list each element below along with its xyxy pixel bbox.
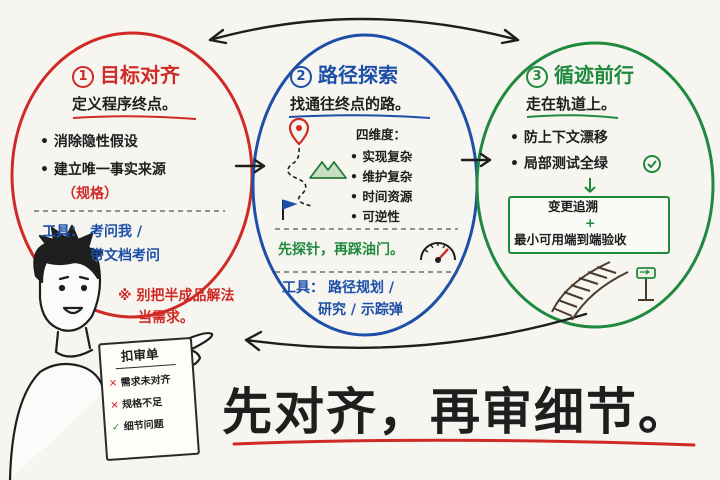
slogan-underline bbox=[232, 438, 696, 447]
step2-tool-2: 研究 / 示踪弹 bbox=[318, 302, 403, 318]
step3-down-arrow bbox=[584, 178, 596, 193]
top-cycle-arrow bbox=[208, 17, 520, 45]
check-circle-icon bbox=[643, 155, 661, 173]
speed-gauge-icon bbox=[420, 242, 456, 263]
person-illustration bbox=[8, 224, 106, 480]
checklist-item-3: ✓ 细节问题 bbox=[112, 419, 165, 434]
step1-tool-2: 带文档考问 bbox=[90, 248, 160, 264]
arrow-2-to-3 bbox=[460, 152, 492, 168]
step3-box-line-2: 最小可用端到端验收 bbox=[514, 232, 627, 247]
step3-subtitle-underline bbox=[526, 114, 619, 119]
step2-dim-3-label: 时间资源 bbox=[362, 189, 413, 204]
checklist-item-2: ✕ 规格不足 bbox=[110, 397, 163, 412]
step1-item-1-label: 消除隐性假设 bbox=[53, 134, 138, 150]
step1-tool-1: 考问我 / bbox=[90, 224, 142, 240]
step2-dim-2-label: 维护复杂 bbox=[362, 169, 413, 184]
step3-circle bbox=[475, 41, 715, 329]
step3-box-line-1: 变更追溯 bbox=[548, 199, 599, 214]
step2-dim-2: • 维护复杂 bbox=[350, 169, 413, 184]
x-mark-icon: ✕ bbox=[108, 378, 118, 390]
step2-tool-1: 路径规划 / bbox=[328, 280, 394, 296]
step2-dims-title: 四维度： bbox=[356, 127, 407, 142]
step3-number-badge: 3 bbox=[526, 66, 548, 88]
step1-tools-label: 工具： bbox=[42, 224, 84, 240]
step2-subtitle: 找通往终点的路。 bbox=[290, 95, 411, 113]
step2-motto: 先探针，再踩油门。 bbox=[278, 242, 404, 258]
checklist-item-3-label: 细节问题 bbox=[123, 419, 165, 433]
step1-item-2: • 建立唯一事实来源 bbox=[40, 162, 166, 178]
checklist-title-rule bbox=[115, 364, 176, 370]
step2-number-badge: 2 bbox=[290, 66, 312, 88]
winding-path bbox=[287, 147, 313, 207]
checklist-item-2-label: 规格不足 bbox=[121, 397, 163, 411]
flag-icon bbox=[282, 199, 298, 220]
step2-title: 路径探索 bbox=[318, 63, 398, 87]
railroad-track-icon bbox=[551, 261, 629, 321]
step2-dim-3: • 时间资源 bbox=[350, 189, 413, 204]
warning-line-2: 当需求。 bbox=[138, 310, 194, 326]
step1-subtitle-underline bbox=[72, 115, 197, 120]
step1-number-badge: 1 bbox=[72, 66, 94, 88]
checklist-item-1: ✕ 需求未对齐 bbox=[108, 374, 171, 390]
step1-title: 目标对齐 bbox=[100, 63, 180, 87]
step3-box-plus: + bbox=[585, 215, 596, 230]
step3-subtitle: 走在轨道上。 bbox=[526, 95, 617, 113]
step3-title: 循迹前行 bbox=[554, 63, 634, 87]
checklist-title: 扣审单 bbox=[120, 346, 159, 364]
step2-tools-label: 工具： bbox=[282, 280, 324, 296]
bottom-return-arrow bbox=[244, 312, 588, 352]
x-mark-icon: ✕ bbox=[110, 400, 120, 412]
main-slogan: 先对齐，再审细节。 bbox=[222, 383, 690, 441]
signpost-icon bbox=[636, 267, 656, 301]
step3-item-1: • 防上下文漂移 bbox=[510, 130, 608, 146]
arrow-1-to-2 bbox=[234, 158, 266, 174]
step2-dim-4: • 可逆性 bbox=[350, 209, 400, 224]
step1-item-3: （规格） bbox=[62, 186, 118, 202]
step3-item-2: • 局部测试全绿 bbox=[510, 156, 608, 172]
step1-item-1: • 消除隐性假设 bbox=[40, 134, 138, 150]
step1-subtitle: 定义程序终点。 bbox=[72, 95, 178, 113]
location-pin-icon bbox=[288, 117, 310, 146]
step2-dim-4-label: 可逆性 bbox=[362, 209, 400, 224]
step2-subtitle-underline bbox=[288, 114, 431, 119]
check-mark-icon: ✓ bbox=[111, 422, 121, 434]
step2-dim-1: • 实现复杂 bbox=[350, 149, 413, 164]
step3-item-2-label: 局部测试全绿 bbox=[523, 156, 608, 172]
step3-item-1-label: 防上下文漂移 bbox=[523, 130, 608, 146]
checklist-item-1-label: 需求未对齐 bbox=[120, 374, 171, 389]
mountain-icon bbox=[309, 161, 347, 179]
warning-line-1: ※ 别把半成品解法 bbox=[118, 288, 235, 304]
step3-validation-box bbox=[508, 196, 670, 254]
step1-item-2-label: 建立唯一事实来源 bbox=[53, 162, 166, 178]
review-checklist-card: 扣审单 ✕ 需求未对齐 ✕ 规格不足 ✓ 细节问题 bbox=[97, 336, 201, 462]
step2-dim-1-label: 实现复杂 bbox=[362, 149, 413, 164]
